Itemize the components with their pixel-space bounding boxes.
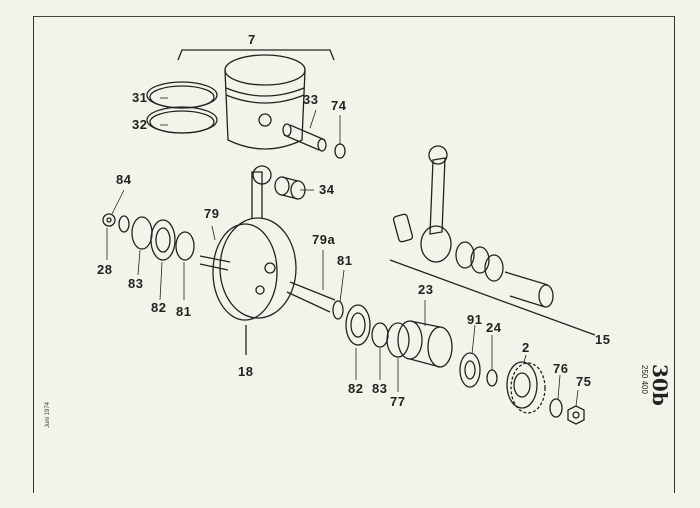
part-label-81-left: 81: [176, 304, 192, 319]
crankshaft: [199, 165, 336, 355]
part-label-7: 7: [248, 32, 256, 47]
spare-conrod-set: [389, 145, 596, 336]
part-label-91: 91: [467, 312, 483, 327]
washer-24: [486, 369, 498, 387]
part-label-18: 18: [238, 364, 254, 379]
right-bearings: [332, 300, 410, 358]
part-label-83-left: 83: [128, 276, 144, 291]
part-label-31: 31: [132, 90, 148, 105]
part-label-74: 74: [331, 98, 347, 113]
page-id: 30b: [648, 364, 672, 406]
part-label-82-right: 82: [348, 381, 364, 396]
washer-76: [549, 398, 563, 418]
part-label-83-right: 83: [372, 381, 388, 396]
part-label-24: 24: [486, 320, 502, 335]
part-label-23: 23: [418, 282, 434, 297]
left-bearings: [102, 213, 195, 261]
circlip: [334, 143, 346, 159]
page-number: 30b: [648, 364, 672, 406]
date-note: Juni 1974: [45, 401, 51, 428]
leader-lines: [106, 97, 579, 407]
part-label-79a: 79a: [312, 232, 336, 247]
part-label-15: 15: [595, 332, 611, 347]
part-label-34: 34: [319, 182, 335, 197]
piston-group-bracket: [177, 49, 335, 61]
part-label-28: 28: [97, 262, 113, 277]
bearing-91: [459, 352, 481, 388]
needle-bearing: [274, 176, 306, 200]
part-label-84: 84: [116, 172, 132, 187]
piston: [224, 54, 306, 150]
model-numbers: 250 400: [640, 365, 649, 394]
piston-rings: [146, 81, 218, 134]
part-label-82-left: 82: [151, 300, 167, 315]
part-label-76: 76: [553, 361, 569, 376]
nut-75: [567, 405, 585, 425]
part-label-2: 2: [522, 340, 530, 355]
part-label-75: 75: [576, 374, 592, 389]
part-label-32: 32: [132, 117, 148, 132]
part-label-79: 79: [204, 206, 220, 221]
gear: [506, 361, 546, 414]
drawing-frame: [33, 16, 675, 493]
part-label-77: 77: [390, 394, 406, 409]
part-label-81-right: 81: [337, 253, 353, 268]
part-label-33: 33: [303, 92, 319, 107]
piston-pin: [282, 123, 327, 152]
